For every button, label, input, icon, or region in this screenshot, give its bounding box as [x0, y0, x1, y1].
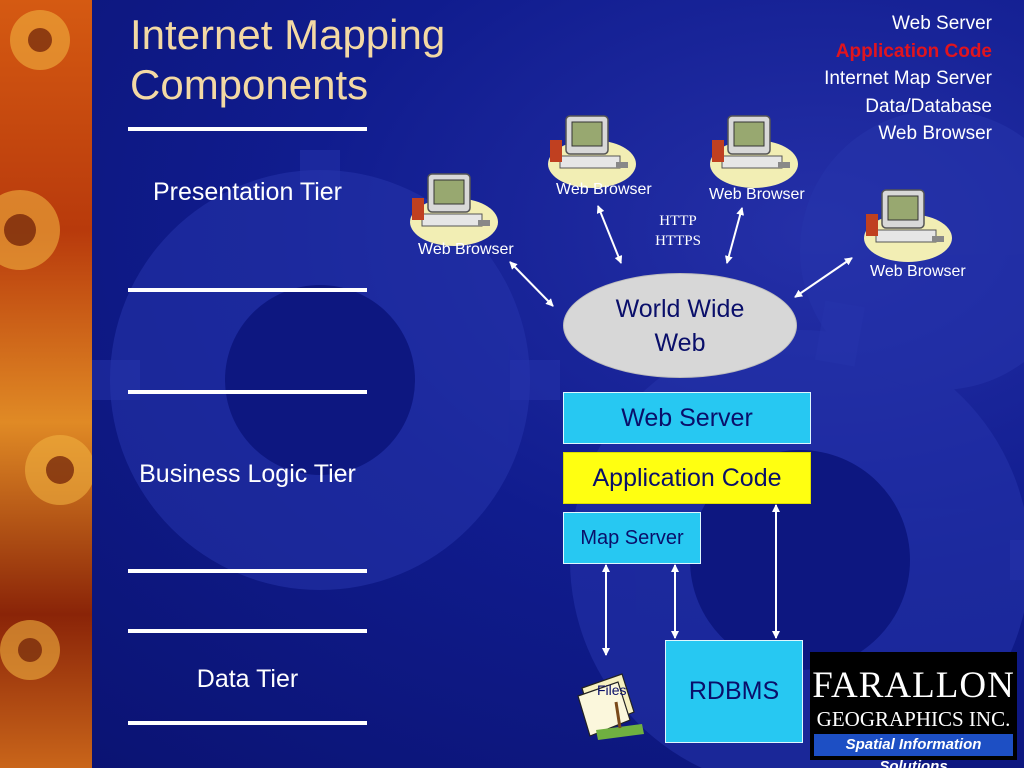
protocol-http: HTTP — [659, 213, 697, 229]
www-line-2: Web — [654, 328, 706, 357]
slide-title: Internet Mapping Components — [130, 10, 445, 110]
divider — [128, 127, 367, 131]
farallon-logo: FARALLON GEOGRAPHICS INC. Spatial Inform… — [810, 652, 1017, 768]
computer-icon — [710, 115, 798, 188]
component-legend: Web Server Application Code Internet Map… — [824, 10, 992, 148]
divider — [128, 629, 367, 633]
title-line-2: Components — [130, 61, 369, 108]
web-browser-label: Web Browser — [709, 186, 805, 203]
legend-item-web-browser: Web Browser — [878, 123, 992, 144]
web-browser-label: Web Browser — [870, 263, 966, 280]
files-label: Files — [597, 682, 627, 698]
legend-item-data-database: Data/Database — [865, 95, 992, 117]
decorative-side-strip — [0, 0, 92, 768]
protocol-https: HTTPS — [655, 233, 701, 249]
protocol-label: HTTP HTTPS — [648, 211, 708, 251]
world-wide-web-node: World Wide Web — [563, 273, 797, 378]
web-browser-label: Web Browser — [418, 241, 514, 258]
legend-item-application-code: Application Code — [835, 40, 992, 62]
map-server-box: Map Server — [563, 512, 701, 564]
title-line-1: Internet Mapping — [130, 11, 446, 58]
legend-item-web-server: Web Server — [892, 13, 992, 34]
application-code-box: Application Code — [563, 452, 811, 504]
computer-icon — [410, 173, 498, 246]
divider — [128, 390, 367, 394]
divider — [128, 721, 367, 725]
data-tier-label: Data Tier — [196, 665, 299, 693]
divider — [128, 288, 367, 292]
legend-item-internet-map-server: Internet Map Server — [824, 68, 992, 89]
logo-name: FARALLON — [812, 665, 1015, 706]
logo-subtitle: GEOGRAPHICS INC. — [816, 707, 1011, 731]
business-logic-tier-label: Business Logic Tier — [139, 460, 356, 488]
computer-icon — [548, 115, 636, 188]
computer-icon — [864, 189, 952, 262]
presentation-tier-label: Presentation Tier — [153, 178, 342, 206]
logo-tagline: Spatial Information Solutions — [814, 734, 1013, 768]
rdbms-box: RDBMS — [665, 640, 803, 743]
files-icon — [577, 673, 644, 740]
web-browser-label: Web Browser — [556, 181, 652, 198]
divider — [128, 569, 367, 573]
web-server-box: Web Server — [563, 392, 811, 444]
www-line-1: World Wide — [615, 294, 745, 323]
